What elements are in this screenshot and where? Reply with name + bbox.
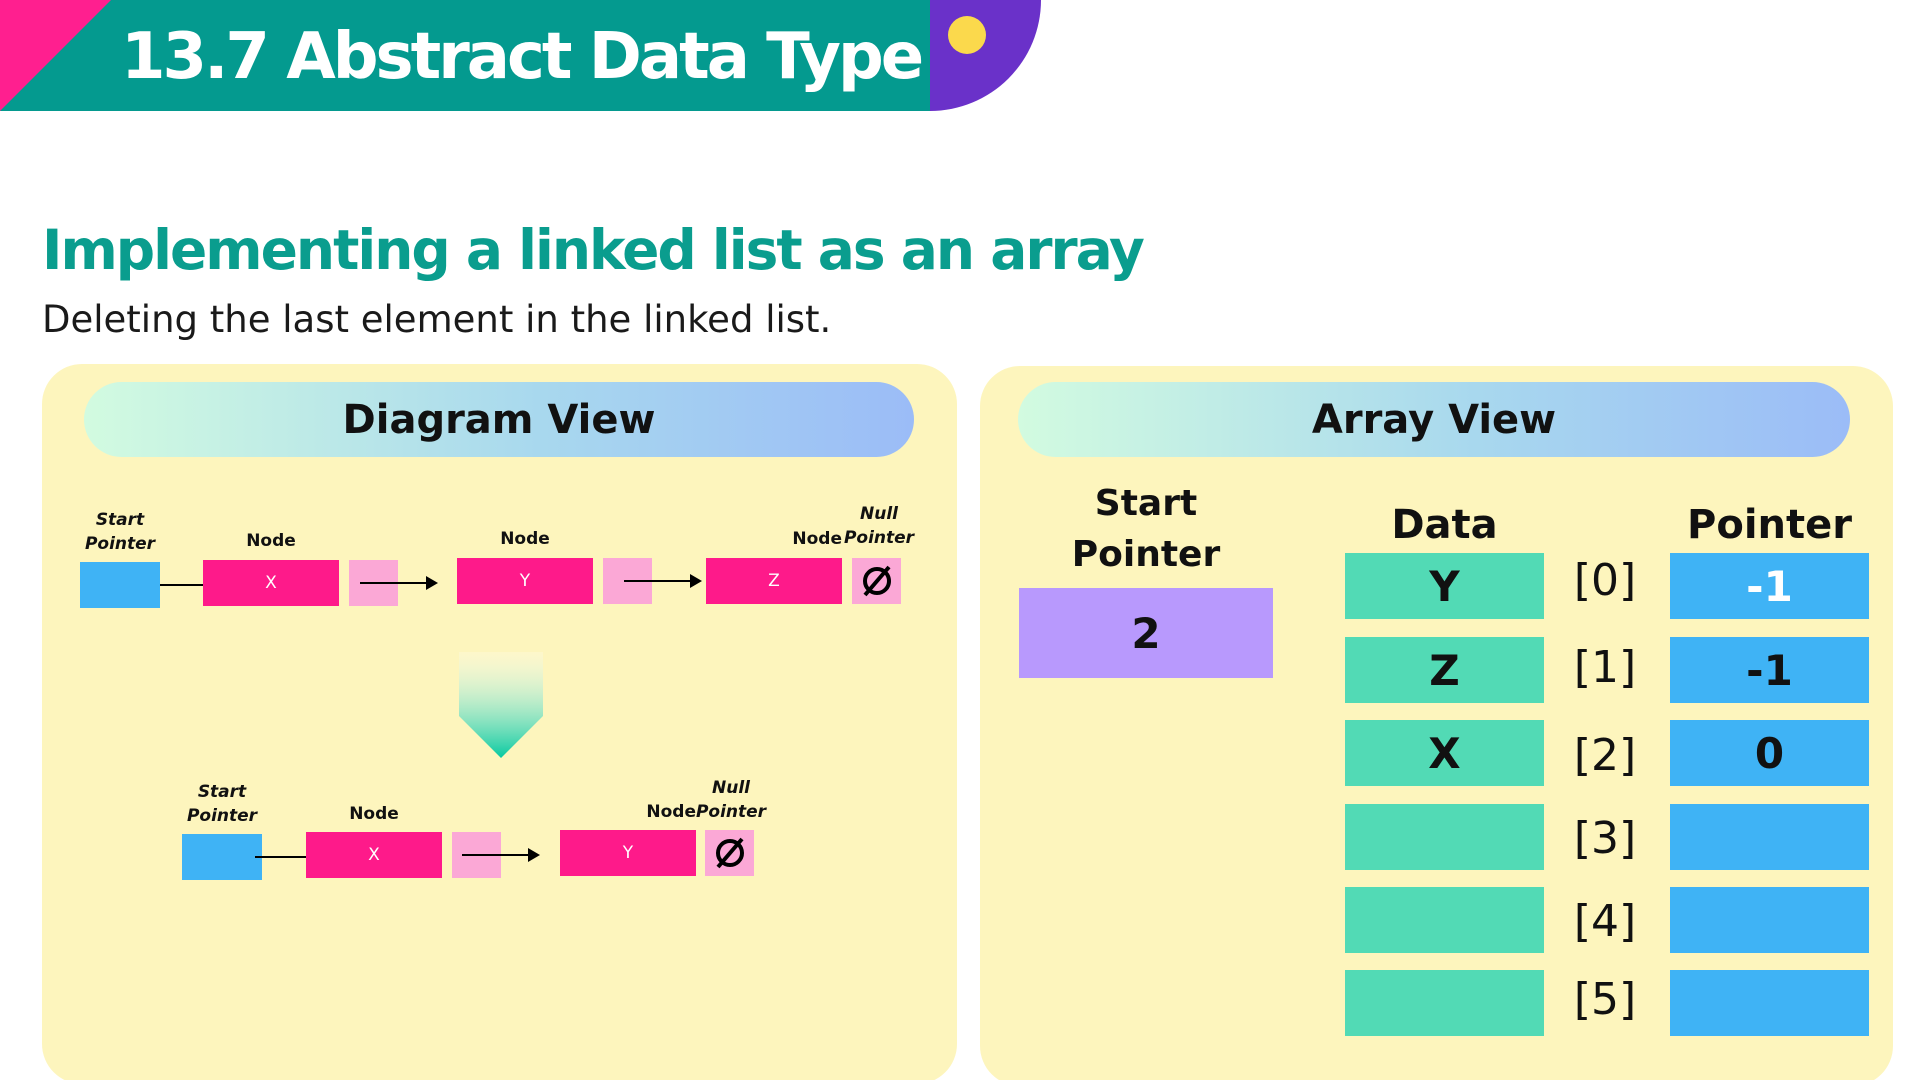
pointer-cell-0: -1	[1670, 553, 1869, 619]
before-start-pointer-box	[80, 562, 160, 608]
after-null-pointer-label: Null Pointer	[695, 778, 767, 822]
title-banner	[0, 0, 930, 111]
data-cell-4	[1345, 887, 1544, 953]
after-node-2-data: Y	[560, 830, 696, 876]
diagram-view-title: Diagram View	[84, 382, 914, 457]
before-node-3-label: Node	[792, 529, 842, 549]
start-pointer-label: Start Pointer	[1071, 483, 1221, 575]
after-node-2-label: Node	[646, 802, 696, 822]
array-view-title: Array View	[1018, 382, 1850, 457]
data-cell-5	[1345, 970, 1544, 1036]
before-node-3-data: Z	[706, 558, 842, 604]
after-start-pointer-box	[182, 834, 262, 880]
before-null-pointer-box	[852, 558, 901, 604]
pointer-cell-2: 0	[1670, 720, 1869, 786]
after-node-1-label: Node	[349, 804, 399, 824]
banner-end-cap	[930, 0, 1041, 111]
before-null-pointer-label: Null Pointer	[843, 504, 915, 548]
data-cell-2: X	[1345, 720, 1544, 786]
before-node-2-label: Node	[500, 529, 550, 549]
before-arrow-2	[360, 576, 438, 590]
banner-accent-triangle	[0, 0, 111, 111]
index-label-0: [0]	[1573, 554, 1637, 606]
after-arrow-2	[462, 848, 540, 862]
pointer-cell-1: -1	[1670, 637, 1869, 703]
data-cell-3	[1345, 804, 1544, 870]
after-node-1-data: X	[306, 832, 442, 878]
before-arrow-3	[624, 574, 702, 588]
banner-dot-icon	[948, 16, 986, 54]
before-start-pointer-label: Start Pointer	[84, 510, 156, 554]
index-label-3: [3]	[1573, 812, 1637, 864]
data-cell-1: Z	[1345, 637, 1544, 703]
index-label-5: [5]	[1573, 973, 1637, 1025]
pointer-column-header: Pointer	[1687, 502, 1852, 548]
after-start-pointer-label: Start Pointer	[186, 782, 258, 826]
pointer-cell-3	[1670, 804, 1869, 870]
pointer-cell-4	[1670, 887, 1869, 953]
before-node-2-data: Y	[457, 558, 593, 604]
before-node-1-label: Node	[246, 531, 296, 551]
after-null-pointer-box	[705, 830, 754, 876]
data-cell-0: Y	[1345, 553, 1544, 619]
start-pointer-value: 2	[1019, 588, 1273, 678]
null-symbol-icon	[862, 565, 891, 597]
before-node-1-data: X	[203, 560, 339, 606]
null-symbol-icon	[715, 837, 744, 869]
pointer-cell-5	[1670, 970, 1869, 1036]
index-label-2: [2]	[1573, 729, 1637, 781]
page-title: 13.7 Abstract Data Type	[121, 20, 924, 94]
index-label-4: [4]	[1573, 895, 1637, 947]
section-subheading: Deleting the last element in the linked …	[42, 298, 832, 341]
section-heading: Implementing a linked list as an array	[42, 218, 1145, 282]
index-label-1: [1]	[1573, 641, 1637, 693]
data-column-header: Data	[1391, 502, 1498, 548]
transition-down-arrow-icon	[459, 652, 543, 758]
